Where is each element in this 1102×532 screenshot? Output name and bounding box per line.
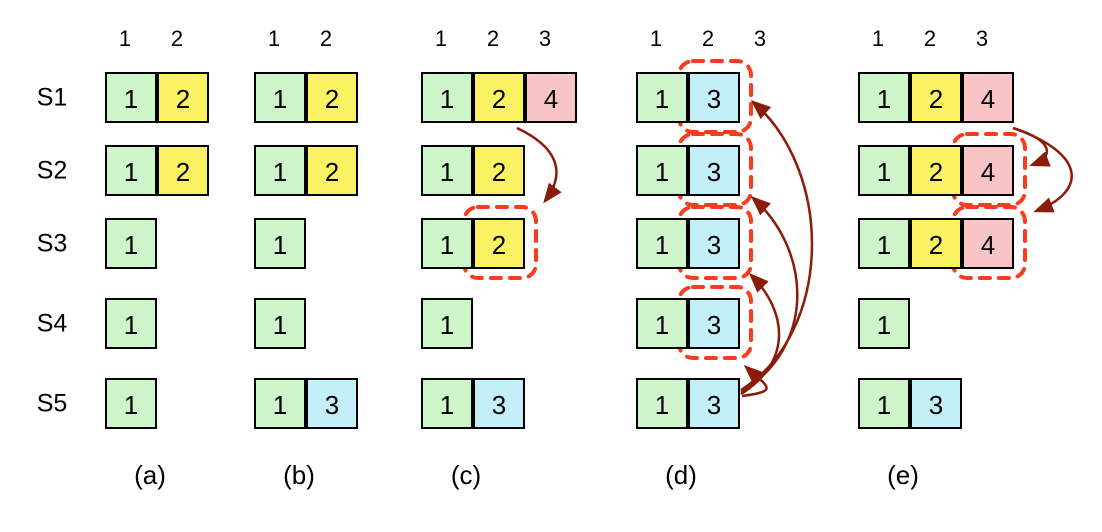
log-entry-cell: 2 [473, 72, 525, 123]
log-entry-cell: 1 [636, 72, 688, 123]
log-entry-cell: 1 [858, 378, 910, 429]
log-entry-cell: 2 [157, 72, 209, 123]
log-entry-cell: 2 [910, 72, 962, 123]
slot-index-header: 1 [118, 26, 132, 51]
log-entry-cell: 1 [636, 298, 688, 349]
log-entry-cell: 4 [962, 72, 1014, 123]
log-entry-cell: 1 [421, 145, 473, 196]
log-entry-cell: 1 [105, 72, 157, 123]
slot-index-header: 1 [267, 26, 281, 51]
log-entry-cell: 2 [910, 145, 962, 196]
log-entry-cell: 1 [858, 218, 910, 269]
log-entry-cell: 3 [306, 378, 358, 429]
log-entry-cell: 2 [910, 218, 962, 269]
log-entry-cell: 1 [254, 298, 306, 349]
panel-caption: (d) [665, 460, 697, 490]
log-entry-cell: 3 [688, 218, 740, 269]
row-label: S5 [36, 389, 68, 417]
panel-caption: (b) [283, 460, 315, 490]
log-entry-cell: 4 [962, 218, 1014, 269]
panel-caption: (c) [450, 460, 482, 490]
log-entry-cell: 1 [858, 298, 910, 349]
log-entry-cell: 3 [688, 145, 740, 196]
slot-index-header: 1 [871, 26, 885, 51]
slot-index-header: 1 [649, 26, 663, 51]
replication-arrow-s5-to-s3 [740, 272, 781, 396]
log-entry-cell: 3 [688, 378, 740, 429]
log-entry-cell: 3 [910, 378, 962, 429]
slot-index-header: 3 [975, 26, 989, 51]
log-entry-cell: 1 [636, 378, 688, 429]
log-entry-cell: 2 [473, 145, 525, 196]
log-entry-cell: 1 [254, 72, 306, 123]
log-entry-cell: 1 [105, 298, 157, 349]
log-entry-cell: 1 [421, 298, 473, 349]
row-label: S3 [36, 229, 68, 257]
log-entry-cell: 3 [473, 378, 525, 429]
log-entry-cell: 1 [421, 72, 473, 123]
log-entry-cell: 4 [525, 72, 577, 123]
log-entry-cell: 1 [421, 378, 473, 429]
log-entry-cell: 1 [636, 218, 688, 269]
log-entry-cell: 3 [688, 298, 740, 349]
log-entry-cell: 1 [105, 218, 157, 269]
log-entry-cell: 1 [254, 378, 306, 429]
panel-caption: (e) [887, 460, 919, 490]
log-entry-cell: 1 [858, 145, 910, 196]
slot-index-header: 2 [701, 26, 715, 51]
log-entry-cell: 2 [157, 145, 209, 196]
replication-arrow-s5-to-s2 [740, 195, 799, 394]
log-entry-cell: 1 [421, 218, 473, 269]
replication-arrow-s5-to-s1 [740, 100, 814, 392]
panel-caption: (a) [134, 460, 166, 490]
slot-index-header: 2 [170, 26, 184, 51]
row-label: S2 [36, 156, 68, 184]
row-label: S4 [36, 309, 68, 337]
log-entry-cell: 1 [254, 218, 306, 269]
slot-index-header: 2 [319, 26, 333, 51]
log-entry-cell: 1 [254, 145, 306, 196]
log-entry-cell: 2 [306, 145, 358, 196]
slot-index-header: 2 [923, 26, 937, 51]
log-entry-cell: 1 [105, 378, 157, 429]
log-entry-cell: 2 [306, 72, 358, 123]
row-label: S1 [36, 83, 68, 111]
log-entry-cell: 1 [105, 145, 157, 196]
log-entry-cell: 1 [858, 72, 910, 123]
slot-index-header: 1 [434, 26, 448, 51]
slot-index-header: 3 [538, 26, 552, 51]
replication-arrow-s1-to-s2 [1012, 126, 1051, 167]
log-entry-cell: 4 [962, 145, 1014, 196]
log-entry-cell: 2 [473, 218, 525, 269]
log-entry-cell: 3 [688, 72, 740, 123]
slot-index-header: 3 [753, 26, 767, 51]
replication-arrow-s5-to-s4 [741, 364, 768, 398]
replication-arrow-s1-to-s3 [1012, 126, 1073, 213]
slot-index-header: 2 [486, 26, 500, 51]
log-entry-cell: 1 [636, 145, 688, 196]
